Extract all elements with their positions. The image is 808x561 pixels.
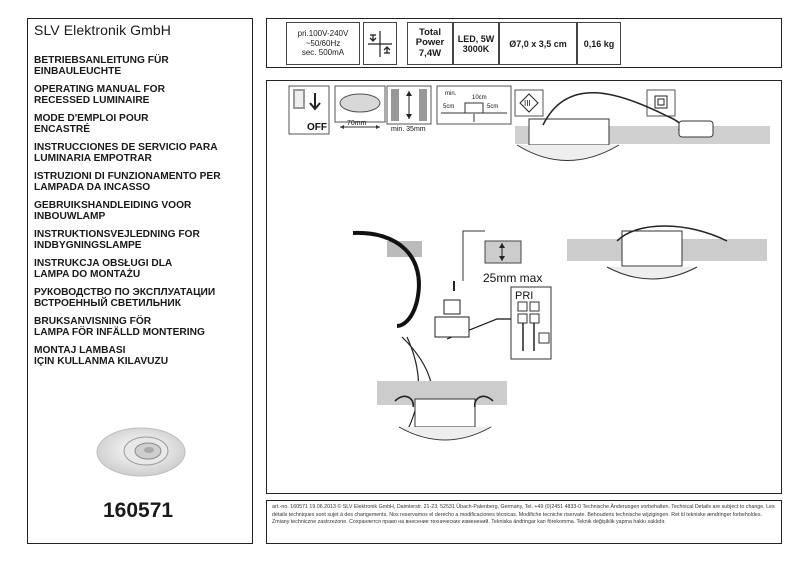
title-de: BETRIEBSANLEITUNG FÜR EINBAULEUCHTE xyxy=(34,55,169,77)
svg-text:5cm: 5cm xyxy=(443,104,454,110)
cutout-label: 70mm xyxy=(347,120,367,127)
power-off-icon: OFF xyxy=(288,85,330,135)
company-name: SLV Elektronik GmbH xyxy=(34,22,172,38)
off-label: OFF xyxy=(307,122,327,133)
direction-arrows-icon xyxy=(368,30,392,57)
voltage-spec: pri.100V-240V ~50/60Hz sec. 500mA xyxy=(286,22,360,65)
svg-text:III: III xyxy=(524,99,531,108)
min-label: min. xyxy=(445,91,457,97)
title-fr: MODE D'EMPLOI POUR ENCASTRÉ xyxy=(34,113,149,135)
footer: art.-no. 160571 19.06.2013 © SLV Elektro… xyxy=(266,500,782,544)
total-power-spec: Total Power 7,4W xyxy=(407,22,453,65)
mounting-depth-icon: min. 35mm xyxy=(386,85,432,133)
voltage-primary: pri.100V-240V xyxy=(297,29,349,39)
mounting-direction-symbol xyxy=(363,22,397,65)
spec-bar: pri.100V-240V ~50/60Hz sec. 500mA Total … xyxy=(266,18,782,68)
article-number: 160571 xyxy=(103,499,174,522)
protection-class-iii-icon: III xyxy=(514,89,544,117)
voltage-secondary: sec. 500mA xyxy=(301,48,345,58)
title-ru: РУКОВОДСТВО ПО ЭКСПЛУАТАЦИИ ВСТРОЕННЫЙ С… xyxy=(34,287,216,309)
installation-diagrams: OFF 70mm min. 35mm min. 5cm 10cm 5c xyxy=(288,85,770,441)
voltage-frequency: ~50/60Hz xyxy=(305,38,341,48)
title-it: ISTRUZIONI DI FUNZIONAMENTO PER LAMPADA … xyxy=(34,171,221,193)
installed-lamp-diagram xyxy=(515,91,770,161)
weight-spec: 0,16 kg xyxy=(577,22,621,65)
lamp-product-image xyxy=(96,427,186,477)
led-spec: LED, 5W 3000K xyxy=(453,22,499,65)
footer-text: art.-no. 160571 19.06.2013 © SLV Elektro… xyxy=(272,504,775,526)
svg-text:5cm: 5cm xyxy=(487,104,498,110)
title-tr: MONTAJ LAMBASI IÇIN KULLANMA KILAVUZU xyxy=(34,345,169,367)
title-dk: INSTRUKTIONSVEJLEDNING FOR INDBYGNINGSLA… xyxy=(34,229,200,251)
manual-titles: BETRIEBSANLEITUNG FÜR EINBAULEUCHTE OPER… xyxy=(34,55,248,374)
title-en: OPERATING MANUAL FOR RECESSED LUMINAIRE xyxy=(34,84,165,106)
svg-text:10cm: 10cm xyxy=(472,95,487,101)
title-es: INSTRUCCIONES DE SERVICIO PARA LUMINARIA… xyxy=(34,142,218,164)
clearance-diagram: 25mm max xyxy=(483,240,542,285)
title-panel: SLV Elektronik GmbH BETRIEBSANLEITUNG FÜ… xyxy=(27,18,253,544)
minimum-distance-icon: min. 5cm 10cm 5cm xyxy=(436,85,512,125)
ceiling-section-diagram xyxy=(567,225,767,280)
clearance-label: 25mm max xyxy=(483,271,542,285)
pri-label: PRI xyxy=(515,290,533,302)
title-nl: GEBRUIKSHANDLEIDING VOOR INBOUWLAMP xyxy=(34,200,192,222)
installation-diagram-panel: OFF 70mm min. 35mm min. 5cm 10cm 5c xyxy=(266,80,782,494)
double-insulation-icon xyxy=(646,89,676,117)
spring-insertion-diagram xyxy=(377,381,507,441)
primary-terminal-diagram: PRI xyxy=(510,286,552,360)
title-se: BRUKSANVISNING FÖR LAMPA FÖR INFÄLLD MON… xyxy=(34,316,205,338)
dimensions-spec: Ø7,0 x 3,5 cm xyxy=(499,22,577,65)
cutout-diameter-icon: 70mm xyxy=(334,85,386,129)
title-pl: INSTRUKCJA OBSŁUGI DLA LAMPA DO MONTAŻU xyxy=(34,258,173,280)
depth-label: min. 35mm xyxy=(391,126,426,133)
